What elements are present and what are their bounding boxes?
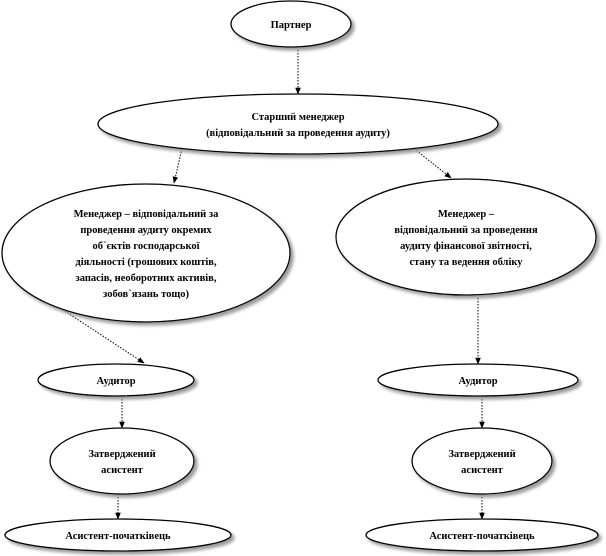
node-ellipse xyxy=(4,518,232,552)
arrow-senior_manager-to-manager_right xyxy=(413,148,452,179)
node-ellipse xyxy=(1,183,291,323)
node-ellipse xyxy=(411,427,553,495)
node-manager-left: Менеджер – відповідальний за проведення а… xyxy=(1,183,291,323)
node-label-line: Асистент-початківець xyxy=(65,531,171,542)
node-label-line: (відповідальний за проведення аудиту) xyxy=(206,128,390,139)
node-label-line: Старший менеджер xyxy=(251,112,344,123)
node-label-line: зобов`язань тощо) xyxy=(103,289,189,300)
node-certified-assistant-left: Затверджений асистент xyxy=(49,427,195,495)
node-label-line: Затверджений xyxy=(88,449,155,460)
node-label-line: Менеджер – відповідальний за xyxy=(74,209,219,220)
node-ellipse xyxy=(49,427,195,495)
arrow-manager_left-to-auditor_left xyxy=(62,309,145,364)
node-label-line: Затверджений xyxy=(448,449,515,460)
node-label-line: Менеджер – xyxy=(438,209,495,220)
node-label-line: проведення аудиту окремих xyxy=(80,225,212,236)
node-ellipse xyxy=(377,363,579,397)
node-ellipse xyxy=(365,518,599,552)
node-label-line: Партнер xyxy=(271,20,312,31)
node-label-line: діяльності (грошових коштів, xyxy=(75,257,217,268)
node-label-line: запасів, необоротних активів, xyxy=(76,273,217,284)
node-certified-assistant-right: Затверджений асистент xyxy=(411,427,553,495)
node-label-line: Асистент-початківець xyxy=(429,531,535,542)
node-label-line: аудиту фінансової звітності, xyxy=(400,241,532,252)
node-auditor-right: Аудитор xyxy=(377,363,579,397)
node-label-line: стану та ведення обліку xyxy=(409,257,523,268)
node-partner: Партнер xyxy=(230,0,352,48)
node-ellipse xyxy=(230,0,352,48)
arrow-senior_manager-to-manager_left xyxy=(172,148,183,184)
node-ellipse xyxy=(335,178,597,296)
node-label-line: асистент xyxy=(101,465,143,476)
node-label-line: Аудитор xyxy=(458,376,497,387)
node-junior-assistant-right: Асистент-початківець xyxy=(365,518,599,552)
node-senior-manager: Старший менеджер (відповідальний за прове… xyxy=(97,93,499,155)
connector-layer xyxy=(62,47,485,520)
node-ellipse xyxy=(97,93,499,155)
node-label-line: відповідальний за проведення xyxy=(394,225,538,236)
node-label-line: асистент xyxy=(461,465,503,476)
node-label-line: об`єктів господарської xyxy=(92,241,199,252)
node-auditor-left: Аудитор xyxy=(37,363,195,397)
node-label-line: Аудитор xyxy=(96,376,135,387)
node-ellipse xyxy=(37,363,195,397)
node-junior-assistant-left: Асистент-початківець xyxy=(4,518,232,552)
node-manager-right: Менеджер – відповідальний за проведення ау… xyxy=(335,178,597,296)
